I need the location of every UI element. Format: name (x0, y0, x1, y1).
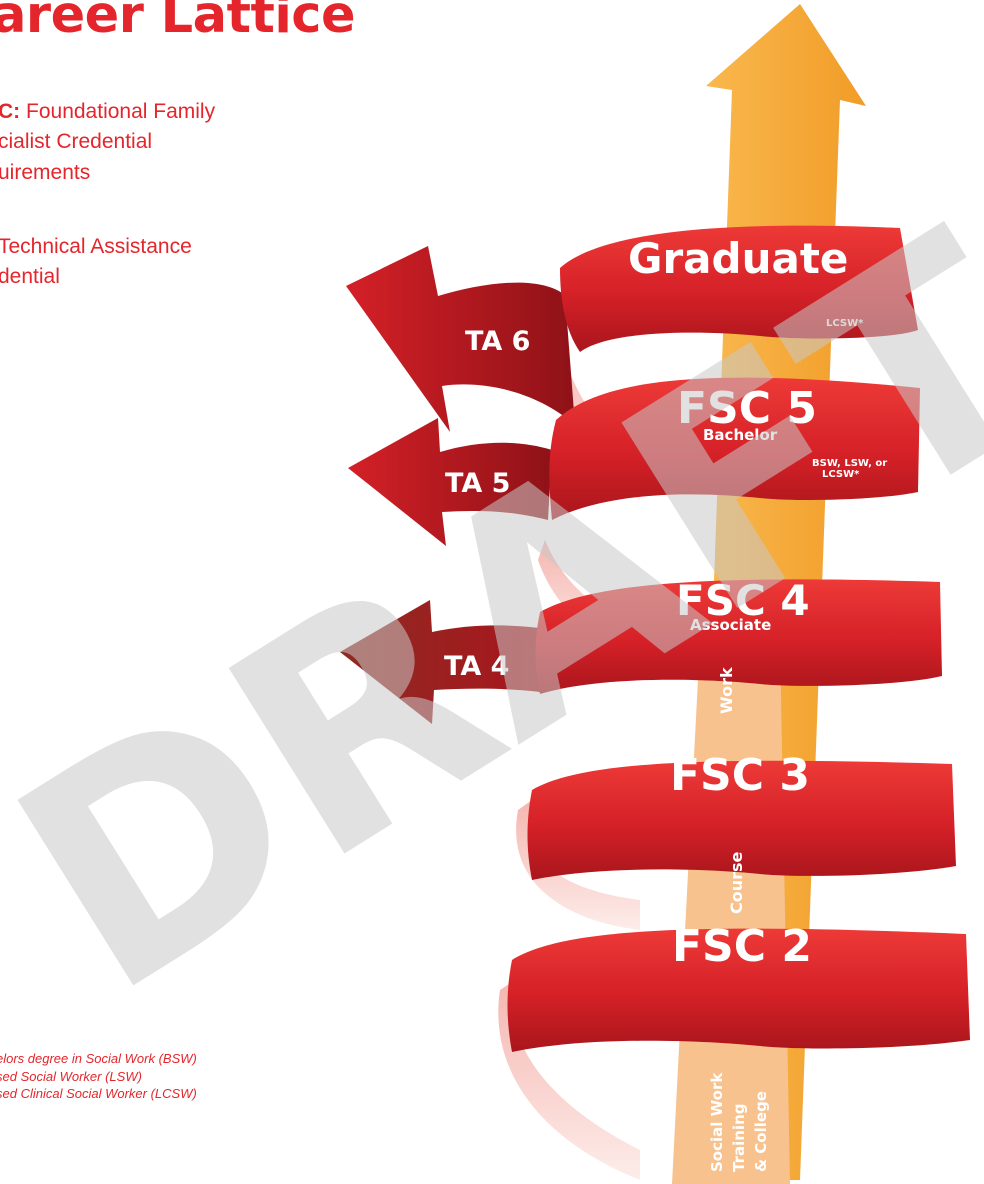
ta-arrow-5-label: TA 5 (445, 468, 510, 499)
footnotes: elors degree in Social Work (BSW) sed So… (0, 1050, 197, 1103)
page-title: areer Lattice (0, 0, 356, 45)
ta-arrow-4: TA 4 (340, 600, 540, 724)
ta-arrow-6-label: TA 6 (465, 326, 530, 357)
ta-definition-text: Technical Assistance dential (0, 235, 192, 289)
ribbon-fsc5-label: FSC 5 (677, 383, 817, 434)
ta-arrow-4-label: TA 4 (444, 651, 509, 682)
ribbon-fsc2-label: FSC 2 (672, 921, 812, 972)
ribbon-fsc3-label: FSC 3 (670, 750, 810, 801)
stem-label-work: Work (717, 667, 736, 714)
stem-label-course: Course (727, 851, 746, 914)
ribbon-fsc5-sublabel: Bachelor (703, 426, 778, 444)
ta-definition: Technical Assistance dential (0, 232, 298, 293)
ribbon-fsc2: FSC 2 (507, 921, 970, 1052)
ribbon-graduate-note: LCSW* (826, 318, 864, 329)
fsc-definition-text: Foundational Family cialist Credential u… (0, 100, 216, 184)
footnote-lcsw: sed Clinical Social Worker (LCSW) (0, 1086, 197, 1102)
ta-arrow-6: TA 6 (346, 246, 575, 432)
ta-arrow-5: TA 5 (348, 418, 552, 546)
footnote-bsw: elors degree in Social Work (BSW) (0, 1051, 197, 1066)
ribbon-fsc4-label: FSC 4 (676, 576, 810, 625)
footnote-lsw: sed Social Worker (LSW) (0, 1068, 142, 1084)
fsc-term: C: (0, 100, 21, 123)
ribbon-fsc4: FSC 4 Associate (535, 576, 942, 694)
fsc-definition: C: Foundational Family cialist Credentia… (0, 97, 298, 188)
ribbon-graduate-label: Graduate (628, 234, 848, 283)
ribbon-fsc3: FSC 3 (527, 750, 956, 880)
ribbon-graduate: Graduate LCSW* (560, 225, 918, 352)
ribbon-fsc4-sublabel: Associate (690, 616, 771, 634)
